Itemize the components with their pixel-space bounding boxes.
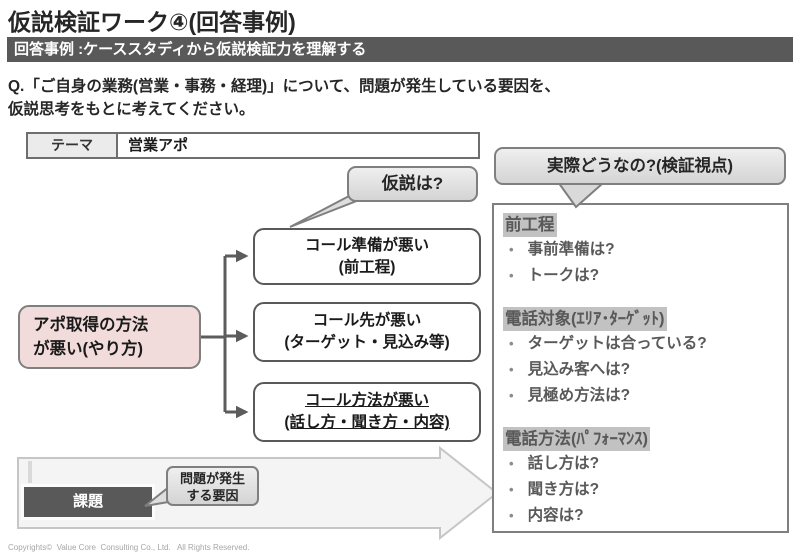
section-heading: 電話方法(ﾊﾟﾌｫｰﾏﾝｽ) xyxy=(503,427,650,451)
verification-bubble: 実際どうなの?(検証視点) xyxy=(494,147,786,185)
bullet-item: 内容は? xyxy=(503,503,778,529)
connector-lines xyxy=(201,249,249,419)
bullet-item: 聞き方は? xyxy=(503,477,778,503)
hypothesis-box-call-target: コール先が悪い (ターゲット・見込み等) xyxy=(253,302,481,362)
panel-section-pre-process: 前工程 事前準備は? トークは? xyxy=(503,213,778,289)
verification-panel: 前工程 事前準備は? トークは? 電話対象(ｴﾘｱ･ﾀｰｹﾞｯﾄ) ターゲットは… xyxy=(492,203,789,533)
theme-value-cell: 営業アポ xyxy=(128,137,189,154)
question-line-2: 仮説思考をもとに考えてください。 xyxy=(8,101,255,118)
cause-box-line-1: アポ取得の方法 xyxy=(33,316,149,334)
subtitle-bar: 回答事例 :ケーススタディから仮説検証力を理解する xyxy=(7,37,793,62)
cause-box: アポ取得の方法 が悪い(やり方) xyxy=(18,305,201,369)
bullet-item: 話し方は? xyxy=(503,451,778,477)
hypothesis-bubble: 仮説は? xyxy=(347,166,478,202)
task-label-box: 課題 xyxy=(24,487,152,517)
panel-section-call-target: 電話対象(ｴﾘｱ･ﾀｰｹﾞｯﾄ) ターゲットは合っている? 見込み客へは? 見極… xyxy=(503,307,778,409)
section-heading: 前工程 xyxy=(503,213,557,237)
hypothesis-box-2-line-2: (ターゲット・見込み等) xyxy=(284,334,450,351)
hypothesis-box-3-line-2: (話し方・聞き方・内容) xyxy=(284,414,450,431)
cause-callout-line-2: する要因 xyxy=(186,488,239,503)
bullet-item: 事前準備は? xyxy=(503,237,778,263)
question-line-1: Q.「ご自身の業務(営業・事務・経理)」について、問題が発生している要因を、 xyxy=(8,78,560,95)
hypothesis-box-call-preparation: コール準備が悪い (前工程) xyxy=(253,228,481,285)
panel-section-call-method: 電話方法(ﾊﾟﾌｫｰﾏﾝｽ) 話し方は? 聞き方は? 内容は? xyxy=(503,427,778,529)
cause-callout-line-1: 問題が発生 xyxy=(179,471,245,486)
hypothesis-box-3-line-1: コール方法が悪い xyxy=(304,392,429,409)
cause-box-line-2: が悪い(やり方) xyxy=(33,340,143,358)
theme-table: テーマ 営業アポ xyxy=(26,132,480,159)
hypothesis-box-call-method: コール方法が悪い (話し方・聞き方・内容) xyxy=(253,382,481,442)
footer-copyright: Copyrights© Value Core Consulting Co., L… xyxy=(8,543,250,552)
page-title: 仮説検証ワーク④(回答事例) xyxy=(8,9,296,35)
bullet-item: 見込み客へは? xyxy=(503,357,778,383)
hypothesis-box-1-line-2: (前工程) xyxy=(338,258,396,276)
hypothesis-box-1-line-1: コール準備が悪い xyxy=(304,236,429,254)
theme-label-cell: テーマ xyxy=(28,134,118,157)
bullet-item: ターゲットは合っている? xyxy=(503,331,778,357)
question-text: Q.「ご自身の業務(営業・事務・経理)」について、問題が発生している要因を、 仮… xyxy=(8,75,560,121)
bullet-item: 見極め方法は? xyxy=(503,383,778,409)
hypothesis-box-2-line-1: コール先が悪い xyxy=(312,312,422,329)
cause-callout-bubble: 問題が発生 する要因 xyxy=(166,466,259,506)
section-heading: 電話対象(ｴﾘｱ･ﾀｰｹﾞｯﾄ) xyxy=(503,307,667,331)
bullet-item: トークは? xyxy=(503,263,778,289)
